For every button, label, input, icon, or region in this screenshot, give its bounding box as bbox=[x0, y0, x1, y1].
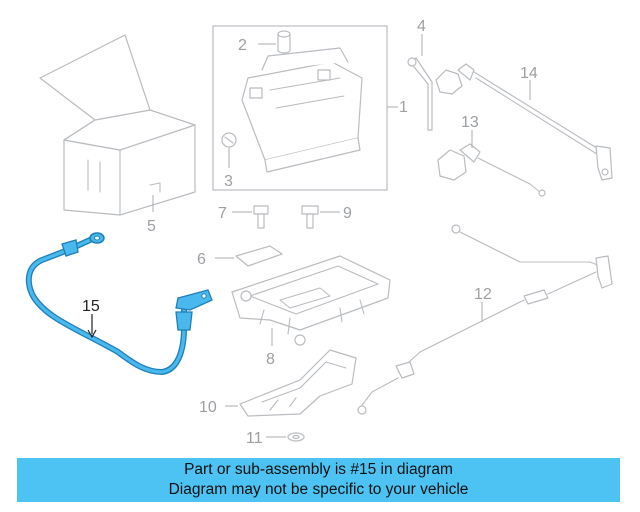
bracket-part bbox=[235, 245, 283, 267]
callout-7: 7 bbox=[218, 205, 227, 222]
callout-1: 1 bbox=[399, 99, 408, 116]
callout-2: 2 bbox=[238, 37, 247, 54]
callout-8: 8 bbox=[266, 351, 275, 368]
callout-3: 3 bbox=[224, 173, 233, 190]
callout-12: 12 bbox=[474, 286, 492, 303]
callout-10: 10 bbox=[199, 399, 217, 416]
battery-tray-part bbox=[231, 255, 391, 346]
bolt-7-part bbox=[253, 205, 269, 229]
callout-11: 11 bbox=[246, 430, 263, 447]
vent-plug-part bbox=[277, 30, 291, 54]
callout-9: 9 bbox=[343, 205, 352, 222]
callout-4: 4 bbox=[417, 18, 426, 35]
hold-down-bolt-part bbox=[407, 57, 433, 131]
tray-support-part bbox=[239, 349, 357, 417]
callout-5: 5 bbox=[147, 218, 156, 235]
banner-line-1: Part or sub-assembly is #15 in diagram bbox=[184, 461, 453, 478]
long-cable-part bbox=[357, 224, 613, 415]
parts-diagram: 5 1 2 3 4 14 bbox=[25, 18, 613, 447]
ground-cable-part-highlighted[interactable] bbox=[25, 232, 213, 375]
callout-6: 6 bbox=[197, 251, 206, 268]
banner-line-2: Diagram may not be specific to your vehi… bbox=[168, 481, 469, 498]
terminal-cap-part bbox=[221, 132, 237, 148]
bolt-9-part bbox=[301, 205, 319, 229]
callout-13: 13 bbox=[461, 114, 479, 131]
callout-14: 14 bbox=[520, 65, 538, 82]
info-banner: Part or sub-assembly is #15 in diagram D… bbox=[17, 458, 620, 502]
positive-cable-part bbox=[435, 63, 613, 181]
washer-part bbox=[287, 432, 305, 442]
battery-box-part bbox=[39, 34, 196, 216]
battery-part bbox=[212, 25, 388, 191]
callout-15: 15 bbox=[82, 298, 100, 315]
negative-clamp-part bbox=[437, 143, 546, 197]
